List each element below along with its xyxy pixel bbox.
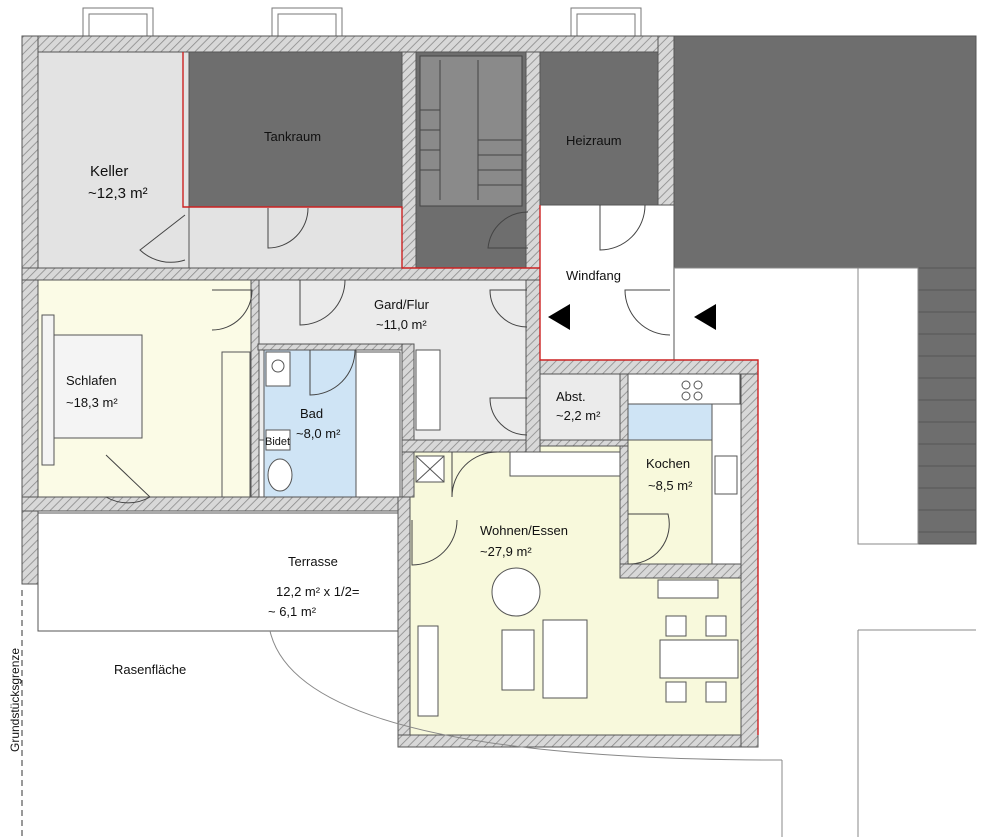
abst-floor bbox=[539, 373, 621, 443]
windfang-floor bbox=[539, 204, 675, 361]
heizraum-name: Heizraum bbox=[566, 133, 622, 148]
terrasse-floor bbox=[37, 512, 399, 632]
kochen-area: ~8,5 m² bbox=[648, 478, 693, 493]
abst-area: ~2,2 m² bbox=[556, 408, 601, 423]
furniture bbox=[41, 314, 742, 717]
terrasse-calc: 12,2 m² x 1/2= bbox=[276, 584, 359, 599]
exterior-lines bbox=[269, 267, 976, 837]
entrance-markers bbox=[548, 304, 716, 330]
entrance-arrow-outer bbox=[694, 304, 716, 330]
keller-name: Keller bbox=[90, 163, 128, 180]
radiator bbox=[415, 349, 441, 431]
terrasse-area: ~ 6,1 m² bbox=[268, 604, 317, 619]
sideboard bbox=[657, 579, 719, 599]
abst-name: Abst. bbox=[556, 389, 586, 404]
dining-table bbox=[659, 639, 739, 679]
neighbor-building bbox=[673, 35, 977, 269]
boundary-label: Grundstücksgrenze bbox=[8, 648, 22, 752]
kitchen-sink bbox=[714, 455, 738, 495]
bidet-label: Bidet bbox=[265, 436, 290, 448]
tankraum-floor bbox=[188, 51, 403, 208]
tv-cabinet bbox=[417, 625, 439, 717]
gard-flur-name: Gard/Flur bbox=[374, 297, 430, 312]
sofa-table bbox=[501, 629, 535, 691]
wardrobe bbox=[221, 351, 251, 498]
wohnen-name: Wohnen/Essen bbox=[480, 523, 568, 538]
outer-walls bbox=[21, 35, 759, 748]
keller-area: ~12,3 m² bbox=[88, 185, 148, 202]
red-boundaries bbox=[182, 52, 759, 735]
heizraum-floor bbox=[539, 51, 659, 206]
round-table bbox=[491, 567, 541, 617]
bathtub bbox=[355, 351, 401, 498]
lawn-label: Rasenfläche bbox=[114, 662, 186, 677]
gard-flur-area: ~11,0 m² bbox=[376, 317, 427, 332]
doors bbox=[105, 204, 671, 566]
wohnen-area: ~27,9 m² bbox=[480, 544, 532, 559]
keller-floor bbox=[37, 51, 190, 269]
entrance-arrow-inner bbox=[548, 304, 570, 330]
inner-stairs bbox=[419, 55, 523, 207]
windfang-name: Windfang bbox=[566, 268, 621, 283]
terrasse-name: Terrasse bbox=[288, 554, 338, 569]
bad-area: ~8,0 m² bbox=[296, 426, 341, 441]
tankraum-name: Tankraum bbox=[264, 129, 321, 144]
bidet-bowl bbox=[265, 429, 291, 451]
kochen-name: Kochen bbox=[646, 456, 690, 471]
outdoor-stairs bbox=[917, 267, 977, 545]
wohnen-counter bbox=[509, 451, 621, 477]
bad-name: Bad bbox=[300, 406, 323, 421]
schlafen-area: ~18,3 m² bbox=[66, 395, 118, 410]
toilet bbox=[267, 458, 293, 492]
top-windows bbox=[82, 7, 642, 39]
schlafen-name: Schlafen bbox=[66, 373, 117, 388]
sofa bbox=[542, 619, 588, 699]
